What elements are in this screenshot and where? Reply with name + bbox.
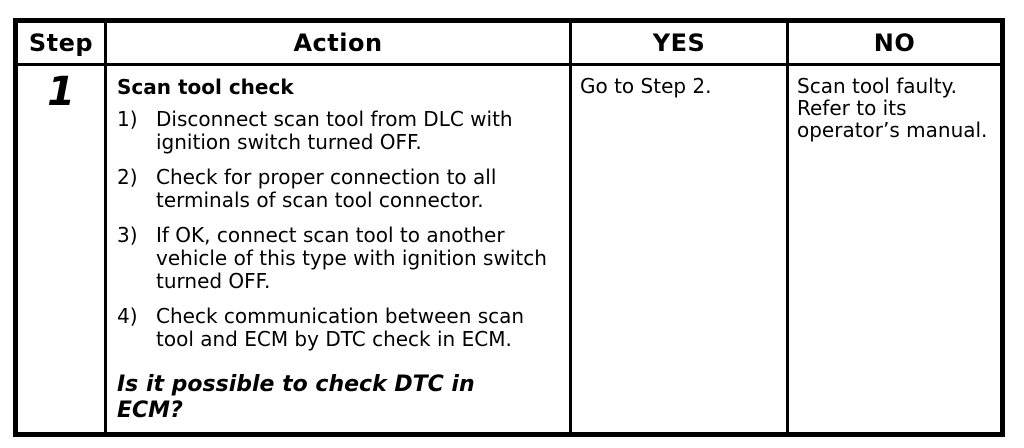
action-item-text: If OK, connect scan tool to another vehi… bbox=[156, 223, 547, 293]
table-row: 1 Scan tool check 1) Disconnect scan too… bbox=[14, 63, 1004, 436]
step-number: 1 bbox=[14, 63, 107, 436]
action-item: 3) If OK, connect scan tool to another v… bbox=[117, 224, 561, 293]
action-item-text: Check communication between scan tool an… bbox=[156, 304, 525, 351]
yes-outcome: Go to Step 2. bbox=[569, 63, 789, 436]
column-header-action: Action bbox=[104, 19, 572, 66]
action-item-number: 1) bbox=[117, 107, 138, 131]
action-item: 1) Disconnect scan tool from DLC with ig… bbox=[117, 108, 561, 154]
action-item: 4) Check communication between scan tool… bbox=[117, 305, 561, 351]
no-outcome: Scan tool faulty. Refer to its operator’… bbox=[786, 63, 1004, 436]
action-item-text: Check for proper connection to all termi… bbox=[156, 165, 497, 212]
action-item-text: Disconnect scan tool from DLC with ignit… bbox=[156, 107, 513, 154]
action-title: Scan tool check bbox=[117, 75, 294, 99]
column-header-step: Step bbox=[14, 19, 107, 66]
column-header-no: NO bbox=[786, 19, 1004, 66]
action-item-number: 2) bbox=[117, 165, 138, 189]
diagnostic-table: Step Action YES NO 1 Scan tool check 1) … bbox=[13, 18, 1005, 437]
table-header-row: Step Action YES NO bbox=[14, 19, 1004, 66]
action-item-number: 4) bbox=[117, 304, 138, 328]
action-item: 2) Check for proper connection to all te… bbox=[117, 166, 561, 212]
action-question: Is it possible to check DTC in ECM? bbox=[117, 372, 475, 423]
action-item-number: 3) bbox=[117, 223, 138, 247]
action-cell: Scan tool check 1) Disconnect scan tool … bbox=[104, 63, 572, 436]
column-header-yes: YES bbox=[569, 19, 789, 66]
